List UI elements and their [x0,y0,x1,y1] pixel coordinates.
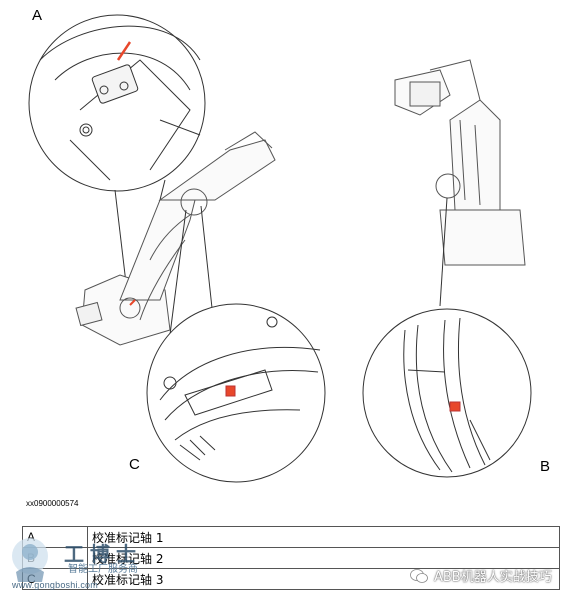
robot-left-drawing [75,131,276,346]
axis3-calibration-marker [225,385,236,397]
axis2-calibration-marker [449,401,461,412]
detail-b-magnified-view [362,308,532,478]
legend-text: 校准标记轴 2 [87,547,560,569]
legend-text: 校准标记轴 1 [87,526,560,548]
wechat-watermark: ABB机器人实战技巧 [410,566,552,585]
robot-calibration-illustration [28,14,532,483]
callout-b: B [540,458,551,475]
watermark-tagline: 智能工厂服务商 [68,564,138,575]
axis1-calibration-marker [116,41,132,61]
legend-row: C 校准标记轴 3 [22,568,560,590]
legend-row: B 校准标记轴 2 [22,547,560,569]
detail-c-magnified-view [146,303,326,483]
legend-table: A 校准标记轴 1 B 校准标记轴 2 C 校准标记轴 3 [22,526,560,590]
legend-text: 校准标记轴 3 [87,568,560,590]
detail-a-magnified-view [28,14,206,192]
watermark-brand: 工博士 [64,542,142,566]
watermark-logo [12,538,48,582]
figure-id: xx0900000574 [26,499,79,508]
robot-right-drawing [394,59,526,266]
watermark-url: www.gongboshi.com [12,580,98,590]
callout-a: A [32,7,43,24]
wechat-account-name: ABB机器人实战技巧 [434,570,552,585]
wechat-icon [410,568,428,583]
callout-c: C [129,456,140,473]
